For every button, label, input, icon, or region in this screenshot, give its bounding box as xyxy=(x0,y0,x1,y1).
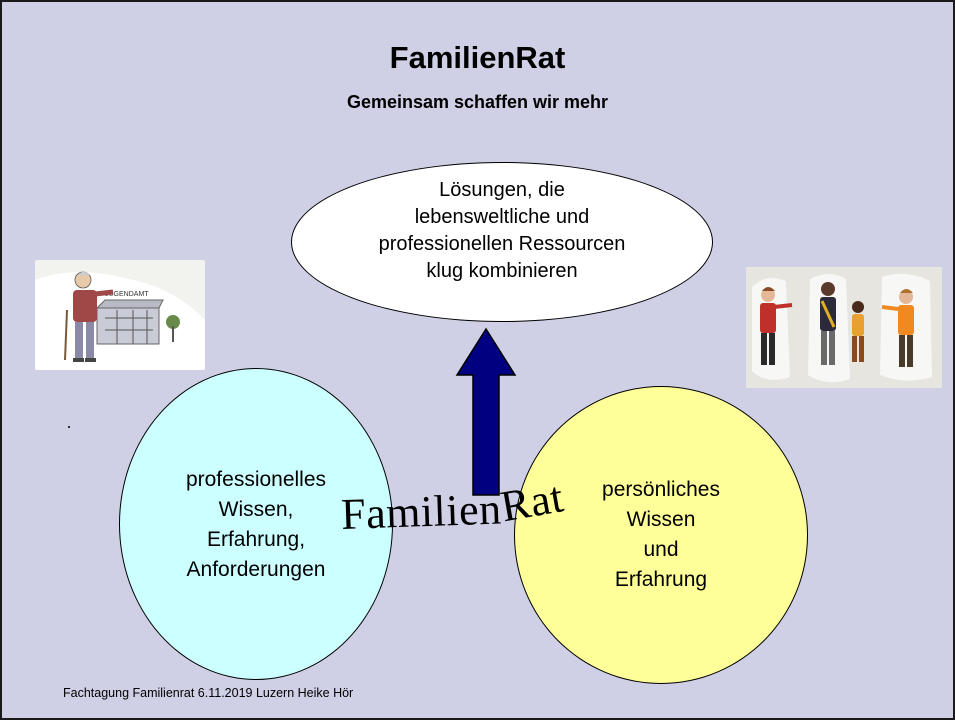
professional-line: Wissen, xyxy=(218,498,294,521)
solutions-line: lebensweltliche und xyxy=(414,206,590,228)
professional-knowledge-text: professionelles Wissen, Erfahrung, Anfor… xyxy=(120,465,392,585)
solutions-line: Lösungen, die xyxy=(439,179,565,201)
personal-line: und xyxy=(643,538,679,561)
footer-text: Fachtagung Familienrat 6.11.2019 Luzern … xyxy=(63,686,354,700)
personal-knowledge-text: persönliches Wissen und Erfahrung xyxy=(515,475,807,595)
personal-line: Erfahrung xyxy=(614,568,708,591)
slide-subtitle: Gemeinsam schaffen wir mehr xyxy=(346,92,609,112)
up-arrow-icon xyxy=(455,327,517,496)
solutions-line: klug kombinieren xyxy=(426,260,578,282)
stray-dot xyxy=(68,426,70,428)
solutions-text: Lösungen, die lebensweltliche und profes… xyxy=(292,177,712,285)
jugendamt-illustration: JUGENDAMT xyxy=(35,260,205,370)
personal-line: Wissen xyxy=(626,508,696,531)
personal-line: persönliches xyxy=(602,478,720,501)
solutions-line: professionellen Ressourcen xyxy=(378,233,626,255)
wordart-tail: Rat xyxy=(497,472,568,532)
family-illustration xyxy=(746,267,942,388)
personal-knowledge-circle: persönliches Wissen und Erfahrung xyxy=(514,386,808,684)
professional-knowledge-circle: professionelles Wissen, Erfahrung, Anfor… xyxy=(119,368,393,680)
professional-line: professionelles xyxy=(185,468,327,491)
jugendamt-sign: JUGENDAMT xyxy=(105,291,149,298)
slide-title: FamilienRat xyxy=(389,40,566,75)
solutions-ellipse: Lösungen, die lebensweltliche und profes… xyxy=(291,162,713,322)
familienrat-wordart: FamilienRat xyxy=(340,472,567,540)
wordart-main: Familien xyxy=(340,484,503,540)
professional-line: Anforderungen xyxy=(186,558,326,581)
professional-line: Erfahrung, xyxy=(206,528,306,551)
